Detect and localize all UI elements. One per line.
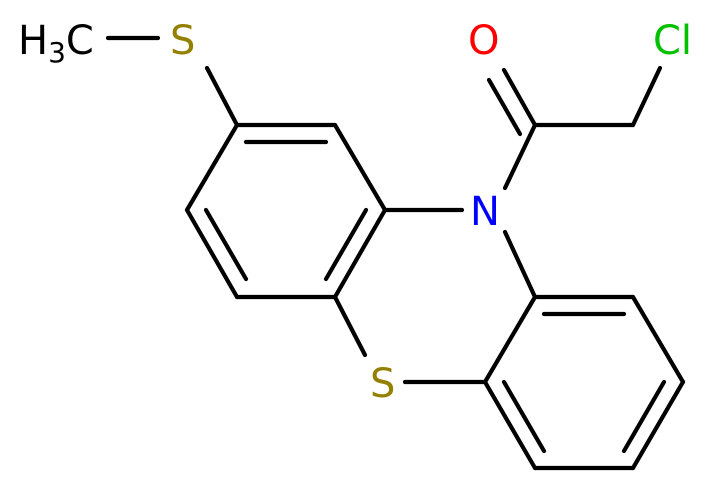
bond	[621, 379, 667, 454]
bond	[332, 207, 388, 300]
atom-label-chlorine: Cl	[653, 18, 692, 64]
bond	[482, 294, 538, 385]
atom-label-thioether-sulfur: S	[170, 18, 195, 64]
atom-label-ring-sulfur: S	[370, 361, 395, 407]
bond	[332, 122, 388, 213]
bond	[323, 207, 369, 282]
bond	[630, 294, 686, 385]
bond	[482, 379, 538, 471]
bond	[332, 294, 368, 358]
bond	[630, 379, 686, 471]
bond	[502, 122, 538, 191]
bond	[204, 65, 240, 128]
atom-label-oxygen: O	[468, 18, 499, 64]
bond	[486, 77, 523, 137]
bond	[501, 67, 538, 128]
bond	[502, 229, 538, 300]
bond	[184, 122, 240, 213]
bond	[630, 65, 663, 128]
atom-label-methyl: H3C	[18, 18, 94, 69]
bond	[203, 207, 249, 282]
atom-label-nitrogen: N	[470, 189, 500, 235]
bond	[501, 379, 547, 454]
bond	[184, 207, 240, 300]
